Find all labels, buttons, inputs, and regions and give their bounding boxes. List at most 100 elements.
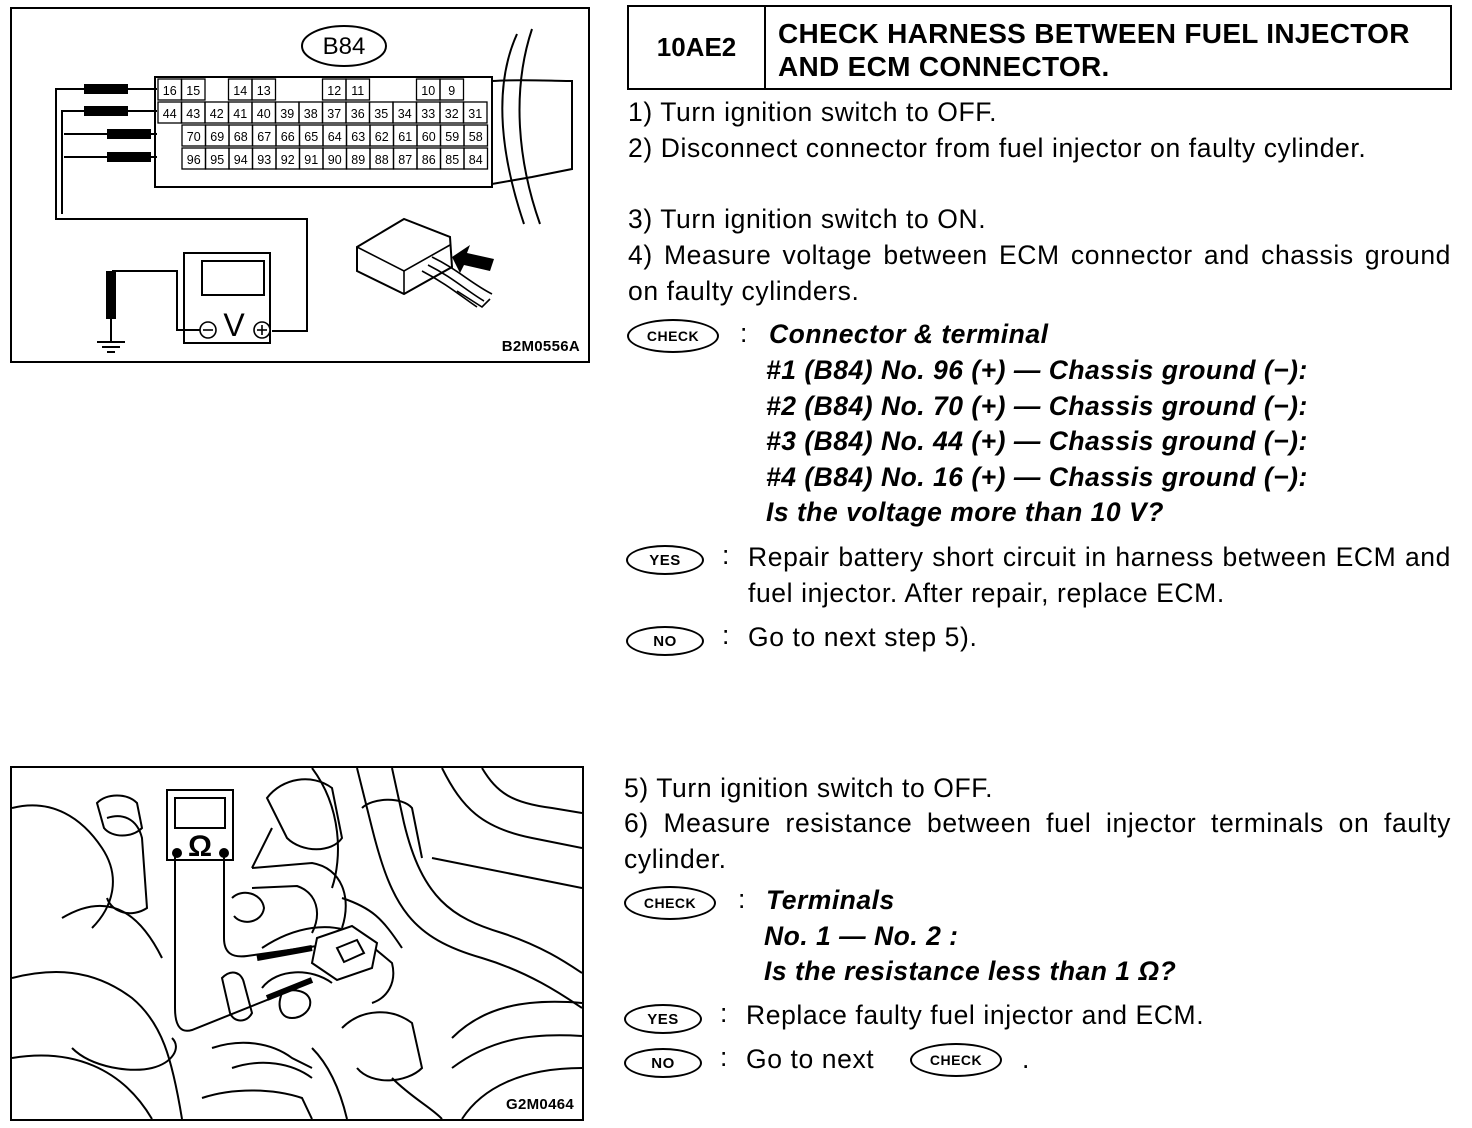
- check-badge: CHECK: [624, 886, 716, 920]
- pin-number: 42: [210, 107, 224, 121]
- colon: :: [738, 884, 746, 914]
- pin-number: 35: [374, 107, 388, 121]
- pin-number: 86: [422, 153, 436, 167]
- pin-cell: [439, 78, 465, 101]
- yes-badge: YES: [624, 1004, 702, 1034]
- check-heading: Terminals: [766, 885, 895, 915]
- pin-number: 38: [304, 107, 318, 121]
- no-badge: NO: [624, 1048, 702, 1078]
- pin-cell: [276, 79, 300, 100]
- pin-number: 64: [328, 130, 342, 144]
- check-terminals: No. 1 — No. 2 :: [764, 921, 959, 951]
- pin-number: 85: [445, 153, 459, 167]
- check-badge: CHECK: [627, 319, 719, 353]
- pin-cell: [180, 78, 206, 101]
- pin-number: 9: [448, 84, 455, 98]
- colon: :: [740, 318, 748, 348]
- pin-number: 67: [257, 130, 271, 144]
- check-question: Is the resistance less than 1 Ω?: [764, 956, 1177, 986]
- colon: :: [720, 1042, 728, 1072]
- check-line-cyl1: #1 (B84) No. 96 (+) — Chassis ground (−)…: [766, 355, 1308, 385]
- connector-label: B84: [323, 33, 366, 60]
- pin-number: 58: [469, 130, 483, 144]
- pin-number: 12: [327, 84, 341, 98]
- pin-number: 69: [210, 130, 224, 144]
- check-line-cyl4: #4 (B84) No. 16 (+) — Chassis ground (−)…: [766, 462, 1308, 492]
- colon: :: [720, 998, 728, 1028]
- no-badge: NO: [626, 626, 704, 656]
- colon: :: [722, 620, 730, 650]
- pin-number: 66: [281, 130, 295, 144]
- pin-number: 91: [304, 153, 318, 167]
- pin-number: 87: [398, 153, 412, 167]
- injector-resistance-figure: Ω G2M0464: [10, 766, 584, 1121]
- check-line-cyl2: #2 (B84) No. 70 (+) — Chassis ground (−)…: [766, 391, 1308, 421]
- pin-number: 41: [233, 107, 247, 121]
- instruction-5: 5) Turn ignition switch to OFF.: [624, 773, 994, 803]
- yes-text: Repair battery short circuit in harness …: [748, 542, 1451, 608]
- pin-cell: [345, 78, 371, 101]
- instruction-2: 2) Disconnect connector from fuel inject…: [628, 133, 1367, 163]
- figure-code: B2M0556A: [501, 338, 580, 355]
- pin-cell: [393, 79, 417, 100]
- pin-number: 63: [351, 130, 365, 144]
- pin-number: 62: [375, 130, 389, 144]
- pin-number: 39: [280, 107, 294, 121]
- colon: :: [722, 540, 730, 570]
- step-code: 10AE2: [629, 7, 766, 88]
- pin-cell: [464, 79, 488, 100]
- pin-number: 95: [210, 153, 224, 167]
- pin-cell: [370, 79, 394, 100]
- pin-number: 60: [422, 130, 436, 144]
- pin-cell: [463, 124, 489, 147]
- check-question: Is the voltage more than 10 V?: [766, 497, 1164, 527]
- pin-number: 70: [187, 130, 201, 144]
- pin-cell: [462, 101, 488, 124]
- pin-number: 37: [327, 107, 341, 121]
- no-text: Go to next: [746, 1044, 875, 1074]
- check-heading: Connector & terminal: [769, 319, 1049, 349]
- figure-code: G2M0464: [506, 1096, 574, 1113]
- no-text: Go to next step 5).: [748, 622, 978, 652]
- pin-number: 94: [234, 153, 248, 167]
- engine-illustration: Ω: [12, 768, 582, 1119]
- pin-number: 92: [281, 153, 295, 167]
- pin-number: 68: [234, 130, 248, 144]
- pin-number: 36: [351, 107, 365, 121]
- pin-number: 40: [257, 107, 271, 121]
- yes-text: Replace faulty fuel injector and ECM.: [746, 1000, 1205, 1030]
- pin-number: 32: [445, 107, 459, 121]
- pin-number: 93: [257, 153, 271, 167]
- pin-number: 44: [163, 107, 177, 121]
- instruction-1: 1) Turn ignition switch to OFF.: [628, 97, 998, 127]
- pin-number: 34: [398, 107, 412, 121]
- check-reference-badge: CHECK: [910, 1043, 1002, 1077]
- pin-number: 88: [375, 153, 389, 167]
- pin-number: 90: [328, 153, 342, 167]
- pin-number: 89: [351, 153, 365, 167]
- pin-number: 43: [186, 107, 200, 121]
- pin-number: 84: [469, 153, 483, 167]
- pin-number: 11: [351, 84, 364, 98]
- pin-cell: [299, 79, 323, 100]
- pin-cell: [205, 79, 229, 100]
- pin-number: 33: [421, 107, 435, 121]
- pin-cell: [251, 78, 277, 101]
- instruction-4: 4) Measure voltage between ECM connector…: [628, 240, 1451, 306]
- voltmeter-symbol: V: [223, 307, 245, 343]
- step-title: CHECK HARNESS BETWEEN FUEL INJECTOR AND …: [778, 18, 1410, 82]
- instruction-3: 3) Turn ignition switch to ON.: [628, 204, 987, 234]
- step-header: 10AE2 CHECK HARNESS BETWEEN FUEL INJECTO…: [627, 5, 1452, 90]
- no-text-period: .: [1022, 1044, 1030, 1074]
- check-line-cyl3: #3 (B84) No. 44 (+) — Chassis ground (−)…: [766, 426, 1308, 456]
- pin-number: 10: [421, 84, 435, 98]
- pin-number: 96: [187, 153, 201, 167]
- pin-number: 15: [186, 84, 200, 98]
- pin-number: 31: [468, 107, 482, 121]
- pin-number: 65: [304, 130, 318, 144]
- pin-cell: [463, 147, 489, 170]
- instruction-6: 6) Measure resistance between fuel injec…: [624, 808, 1451, 874]
